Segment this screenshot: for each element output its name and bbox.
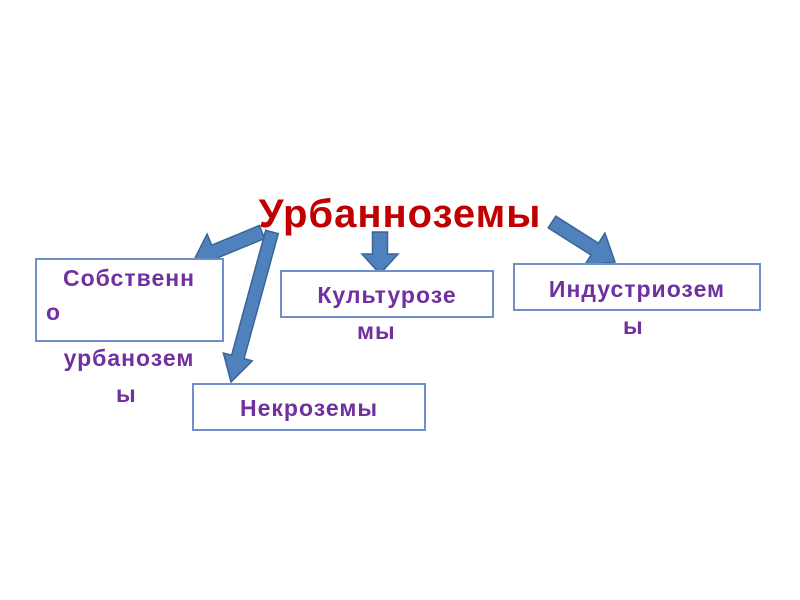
node-label-sobstvenno-line-4: ы [116, 381, 137, 407]
node-label-kulturozemy-line-2: мы [357, 318, 396, 344]
node-label-sobstvenno-line-1: Собственн [62, 265, 196, 291]
node-label-industriozemy-line-2: ы [623, 313, 644, 339]
node-box-kulturozemy [280, 270, 494, 318]
node-label-nekrozemy-line-1: Некроземы [240, 395, 378, 421]
node-box-sobstvenno [35, 258, 224, 342]
node-box-industriozemy [513, 263, 761, 311]
node-label-sobstvenno-line-2: о [46, 299, 62, 325]
arrow-to-industriozemy [547, 215, 617, 267]
node-label-industriozemy-line-1: Индустриозем [548, 276, 726, 302]
node-label-kulturozemy-line-1: Культурозе [317, 282, 457, 308]
arrow-to-kulturozemy [360, 231, 400, 276]
node-label-sobstvenno-line-3: урбанозем [63, 345, 195, 371]
arrow-to-nekrozemy [222, 229, 280, 384]
node-box-nekrozemy [192, 383, 426, 431]
diagram-title: Урбанноземы [258, 192, 542, 236]
